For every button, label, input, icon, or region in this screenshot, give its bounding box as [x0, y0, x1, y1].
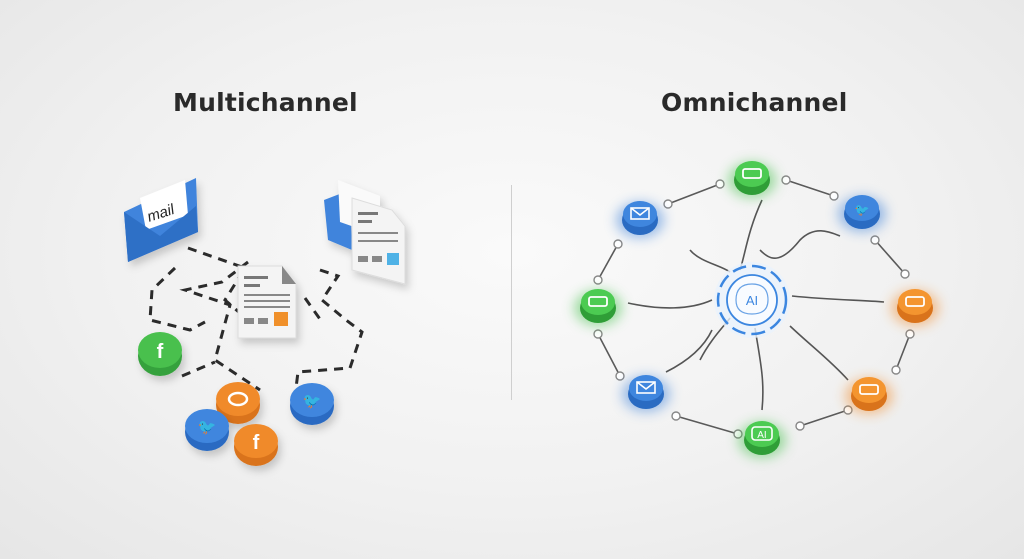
node-store-right	[891, 289, 939, 326]
facebook-coin-green: f	[138, 332, 182, 376]
dashed-connectors	[148, 246, 364, 392]
node-store-left	[574, 289, 622, 326]
node-store-bottomright	[845, 377, 893, 414]
node-mail-bottomleft	[622, 375, 670, 412]
chat-coin-orange	[216, 382, 260, 424]
hub-label: AI	[746, 293, 758, 308]
hub-spokes	[627, 199, 885, 411]
svg-text:f: f	[157, 341, 164, 363]
mail-envelope-icon: mail	[124, 178, 198, 262]
node-twitter-topright: 🐦	[838, 195, 886, 232]
node-store-top	[728, 161, 776, 198]
node-ai-bottom: AI	[738, 421, 786, 458]
svg-text:🐦: 🐦	[198, 418, 217, 436]
ai-hub: AI	[714, 262, 790, 338]
document-icon	[237, 265, 297, 339]
ai-node-label: AI	[757, 430, 766, 441]
svg-text:🐦: 🐦	[855, 203, 870, 217]
facebook-coin-orange: f	[234, 424, 278, 466]
omnichannel-title: Omnichannel	[661, 88, 848, 117]
panel-divider	[511, 185, 512, 400]
node-mail-topleft	[616, 201, 664, 238]
document-envelope-icon	[324, 180, 406, 285]
svg-text:f: f	[253, 432, 260, 454]
twitter-coin-blue-right: 🐦	[290, 383, 334, 425]
svg-text:🐦: 🐦	[303, 392, 322, 410]
multichannel-title: Multichannel	[173, 88, 358, 117]
twitter-coin-blue-left: 🐦	[185, 409, 229, 451]
ring-connectors	[597, 179, 911, 435]
